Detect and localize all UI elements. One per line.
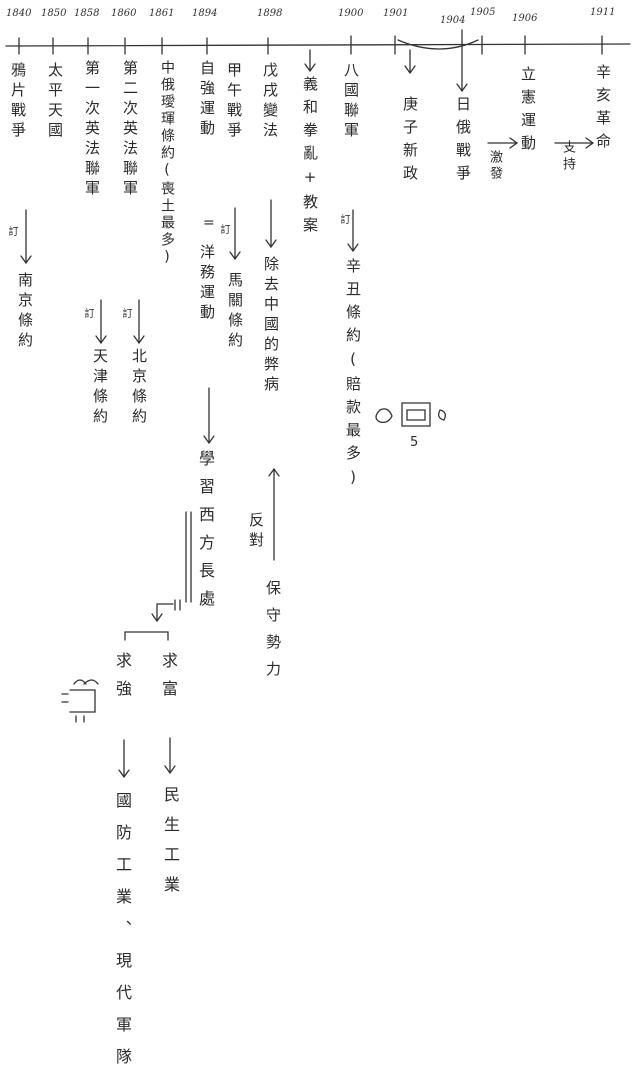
arrow-first-tianjin [95,299,107,345]
year-label-1861: 1861 [149,8,175,19]
treaty-beijing: 北京條約 [130,348,148,428]
arrow-self-strengthening-learn [203,387,215,445]
event-sino-japanese-war: 甲午戰爭 [225,62,243,142]
event-new-policies: 庚子新政 [401,96,419,188]
arrow-reform-remove [265,199,277,249]
year-label-1850: 1850 [41,8,67,19]
sign-mark-tianjin: 訂 [82,308,93,318]
event-boxer-rebellion: 義和拳亂+教案 [301,76,319,240]
treaty-shimonoseki: 馬關條約 [226,272,244,352]
goals-bracket [124,631,169,641]
goal-strength: 求強 [113,652,132,708]
year-label-1898: 1898 [257,8,283,19]
year-label-1900: 1900 [338,8,364,19]
year-label-1840: 1840 [6,8,32,19]
arrow-wealth-livelihood [164,737,176,775]
sign-mark-nanjing: 訂 [6,226,17,236]
money-bag-sketch [375,402,446,427]
double-line-learn-west [185,511,192,603]
sign-mark-beijing: 訂 [120,308,131,318]
sign-mark-boxer-protocol: 訂 [338,214,349,224]
goal-wealth: 求富 [159,652,178,708]
event-russo-japanese-war: 日俄戰爭 [454,96,472,188]
event-eight-nation-alliance: 八國聯軍 [342,62,360,142]
sketch-number: 5 [410,435,419,450]
learn-from-west: 學習西方長處 [196,450,215,618]
event-yangwu: 洋務運動 [198,244,216,324]
arrow-support [554,137,595,149]
arrow-sino-japanese-shimonoseki [229,207,241,261]
event-hundred-days-reform: 戊戌變法 [261,62,279,142]
remove-china-ills: 除去中國的弊病 [262,256,280,396]
double-line-short [174,599,181,611]
conservative-forces: 保守勢力 [264,580,282,688]
arrow-opium-nanjing [20,209,32,265]
event-first-anglo-french: 第一次英法聯軍 [83,60,101,200]
arrow-strength-defense [118,739,130,779]
arrow-to-russo-japanese [456,29,468,93]
equals-sign: = [203,215,215,231]
label-support: 支持 [560,140,575,174]
arrow-into-goals [151,603,174,623]
arrow-stimulate [487,137,519,149]
arrow-conservatives-oppose [268,467,280,561]
arrow-to-new-policies [404,49,416,75]
arrow-second-beijing [133,299,145,345]
event-taiping: 太平天國 [46,62,64,142]
goal-livelihood-industry: 民生工業 [161,786,180,906]
label-stimulate: 激發 [487,150,502,182]
event-second-anglo-french: 第二次英法聯軍 [121,60,139,200]
event-sino-russian-treaty: 中俄璦琿條約(喪土最多) [159,60,175,268]
sign-mark-shimonoseki: 訂 [218,224,229,234]
event-self-strengthening: 自強運動 [198,60,216,140]
event-opium-war: 鴉片戰爭 [9,62,27,142]
treaty-boxer-protocol: 辛丑條約(賠款最多) [344,258,362,494]
fist-sketch [61,679,99,723]
event-constitutional-movement: 立憲運動 [519,66,537,158]
goal-defense-industry: 國防工業、現代軍隊 [113,792,132,1080]
arrow-eight-nation-protocol [347,209,359,253]
year-label-1901: 1901 [383,8,409,19]
label-oppose: 反對 [247,512,265,552]
treaty-nanjing: 南京條約 [16,272,34,352]
bracket-1901-1905 [397,39,479,50]
treaty-tianjin: 天津條約 [91,348,109,428]
year-label-1905: 1905 [470,7,496,18]
year-label-1911: 1911 [590,7,616,18]
year-label-1904: 1904 [440,15,466,26]
year-label-1858: 1858 [74,8,100,19]
arrow-boxer-down [304,49,316,73]
year-label-1860: 1860 [111,8,137,19]
year-label-1894: 1894 [192,8,218,19]
year-label-1906: 1906 [512,13,538,24]
timeline-axis [5,43,631,47]
event-xinhai-revolution: 辛亥革命 [594,64,612,156]
